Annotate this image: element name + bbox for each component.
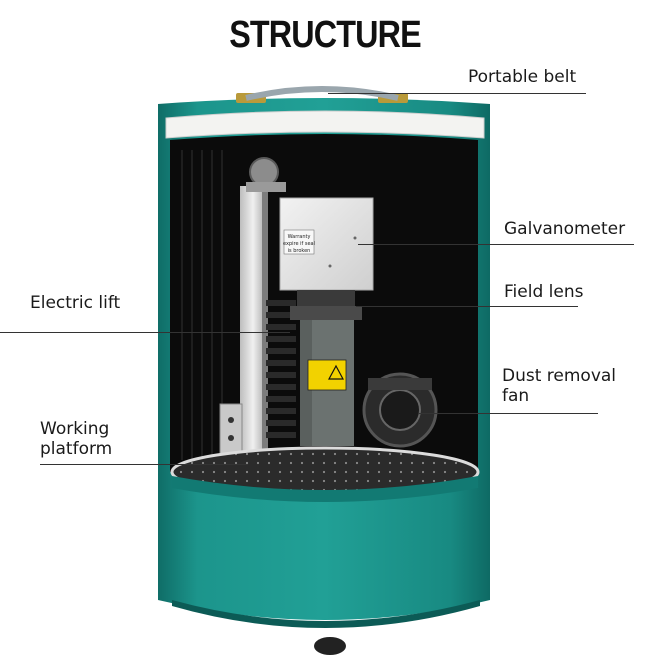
leader-line-portable-belt (328, 93, 586, 94)
lift-column (240, 186, 266, 456)
label-working-platform-line1: Working (40, 419, 110, 439)
label-dust-removal-line1: Dust removal (502, 366, 617, 386)
sticker-line-1: Warranty (288, 234, 311, 240)
portable-belt (245, 86, 399, 101)
leader-line-field-lens (356, 306, 578, 307)
leader-line-dust-removal-fan (418, 413, 598, 414)
field-lens (297, 290, 355, 310)
leader-line-working-platform (40, 464, 248, 465)
label-dust-removal-line2: fan (502, 386, 530, 406)
leader-line-electric-lift (0, 332, 290, 333)
top-rim (165, 110, 485, 139)
warning-label (307, 359, 347, 391)
label-field-lens: Field lens (504, 282, 584, 302)
page-title: STRUCTURE (229, 14, 421, 56)
label-working-platform-line2: platform (40, 439, 113, 459)
galvo-sticker (283, 229, 315, 255)
sticker-line-2: expire if seal (283, 241, 315, 247)
label-portable-belt: Portable belt (468, 67, 577, 87)
leader-line-galvanometer (358, 244, 634, 245)
control-box (219, 403, 243, 455)
caster-wheel (314, 637, 346, 655)
label-galvanometer: Galvanometer (504, 219, 626, 239)
lift-motor (249, 157, 279, 187)
sticker-line-3: is broken (288, 248, 311, 254)
label-electric-lift: Electric lift (30, 293, 121, 313)
